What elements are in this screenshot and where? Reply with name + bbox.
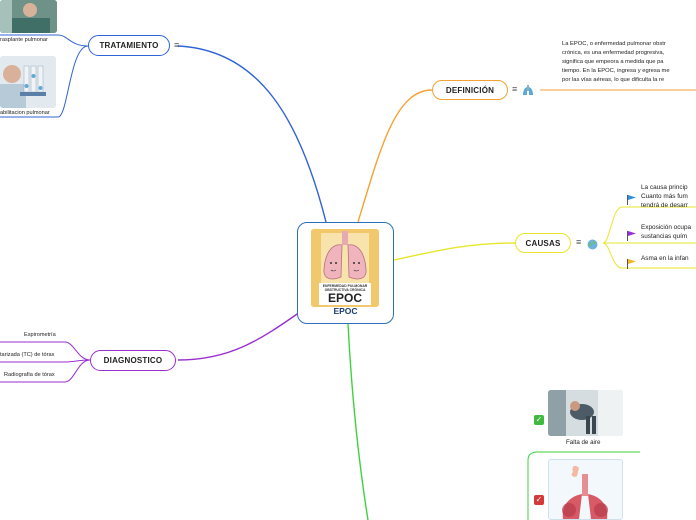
definicion-line-4: tiempo. En la EPOC, ingresa y egresa me (562, 68, 670, 74)
central-image-big-text: EPOC (327, 291, 362, 305)
menu-icon[interactable]: ≡ (174, 40, 180, 50)
globe-icon (587, 237, 598, 255)
causas-item-2-line-2: sustancias quím (641, 233, 688, 240)
node-causas[interactable]: CAUSAS (515, 233, 571, 253)
tratamiento-item-2-label: abilitacion pulmonar (0, 110, 50, 116)
causas-item-1-line-2: Cuanto más fum (641, 193, 688, 200)
trasplante-image[interactable] (0, 0, 57, 33)
airway-image[interactable] (548, 459, 623, 520)
central-image-caption-1: ENFERMEDAD PULMONAR (322, 284, 368, 288)
tratamiento-item-1-label: rasplante pulmonar (0, 37, 48, 43)
menu-icon[interactable]: ≡ (576, 237, 582, 247)
definicion-line-1: La EPOC, o enfermedad pulmonar obstr (562, 41, 666, 47)
node-diagnostico[interactable]: DIAGNOSTICO (90, 350, 176, 371)
menu-icon[interactable]: ≡ (512, 84, 518, 94)
flag-purple-icon (627, 228, 637, 246)
falta-de-aire-image[interactable] (548, 390, 623, 436)
central-image-caption-2: OBSTRUCTIVA CRÓNICA (324, 288, 366, 292)
check-red-icon: ✓ (534, 495, 544, 505)
definicion-line-3: significa que empeora a medida que pa (562, 59, 664, 65)
flag-blue-icon (627, 192, 637, 210)
node-causas-label: CAUSAS (525, 238, 561, 248)
causas-item-3-line-1: Asma en la infan (641, 255, 689, 262)
flag-yellow-icon (627, 256, 637, 274)
rehabilitacion-image[interactable] (0, 56, 56, 108)
check-green-icon: ✓ (534, 415, 544, 425)
central-title: EPOC (333, 306, 358, 316)
causas-item-1-line-1: La causa princip (641, 184, 688, 191)
central-image: ENFERMEDAD PULMONAR OBSTRUCTIVA CRÓNICA … (311, 229, 379, 307)
node-definicion-label: DEFINICIÓN (445, 85, 495, 95)
node-definicion[interactable]: DEFINICIÓN (432, 80, 508, 100)
causas-item-2-line-1: Exposición ocupa (641, 224, 692, 231)
diagnostico-item-3-label: Radiografía de tórax (4, 372, 55, 378)
diagnostico-item-2-label: tarizada (TC) de tórax (0, 352, 55, 358)
causas-item-1-line-3: tendrá de desarr (641, 202, 688, 209)
diagnostico-item-1-label: Espirometría (24, 332, 56, 338)
node-tratamiento[interactable]: TRATAMIENTO (88, 35, 170, 56)
central-node[interactable]: ENFERMEDAD PULMONAR OBSTRUCTIVA CRÓNICA … (297, 222, 394, 324)
definicion-line-2: crónica, es una enfermedad progresiva, (562, 50, 665, 56)
definicion-line-5: por las vías aéreas, lo que dificulta la… (562, 77, 665, 83)
lungs-illustration-icon (311, 229, 379, 307)
node-diagnostico-label: DIAGNOSTICO (103, 356, 163, 365)
lungs-icon (522, 84, 534, 102)
node-tratamiento-label: TRATAMIENTO (99, 41, 159, 50)
sintomas-item-1-label: Falta de aire (566, 439, 601, 446)
